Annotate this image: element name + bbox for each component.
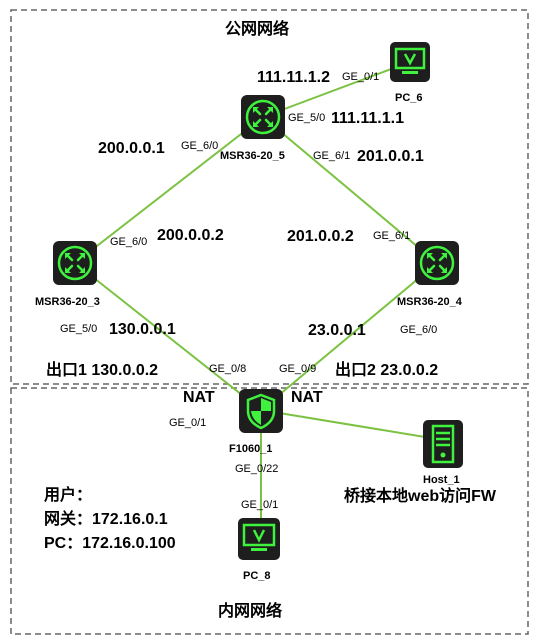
public-zone-title: 公网网络 <box>225 21 290 38</box>
firewall-label: F1060_1 <box>229 443 273 455</box>
user-pc: PC：172.16.0.100 <box>44 535 176 552</box>
bridge-note: 桥接本地web访问FW <box>344 488 496 505</box>
link-msr3-fw <box>74 262 262 411</box>
private-zone-title: 内网网络 <box>218 603 283 620</box>
pc6-port: GE_0/1 <box>342 71 380 83</box>
link-msr5-msr3 <box>74 116 264 264</box>
pc8-icon[interactable] <box>238 518 280 560</box>
msr4-ge61-ip: 201.0.0.2 <box>287 228 354 245</box>
pc6-label: PC_6 <box>395 92 423 104</box>
firewall-f1060-icon[interactable] <box>239 389 283 433</box>
exit1-ip: 出口1 130.0.0.2 <box>46 362 159 379</box>
pc6-icon[interactable] <box>390 42 430 82</box>
router-msr5-icon[interactable] <box>241 95 285 139</box>
public-zone-border <box>10 9 529 385</box>
nat-right-label: NAT <box>291 389 323 406</box>
router-msr3-icon[interactable] <box>53 241 97 285</box>
pc8-port: GE_0/1 <box>241 499 279 511</box>
user-title: 用户： <box>44 487 93 504</box>
exit2-ip: 出口2 23.0.0.2 <box>335 362 439 379</box>
fw-ge022-port: GE_0/22 <box>235 463 279 475</box>
msr3-ge60-port: GE_6/0 <box>110 236 148 248</box>
pc8-label: PC_8 <box>243 570 271 582</box>
private-zone-border <box>10 387 529 635</box>
msr5-label: MSR36-20_5 <box>220 150 285 162</box>
link-msr5-pc6 <box>262 61 411 118</box>
msr4-ge61-port: GE_6/1 <box>373 230 411 242</box>
msr5-ge61-ip: 201.0.0.1 <box>357 148 424 165</box>
msr3-ge50-port: GE_5/0 <box>60 323 98 335</box>
link-msr5-msr4 <box>262 116 438 264</box>
fw-ge09-port: GE_0/9 <box>279 363 317 375</box>
msr3-ge60-ip: 200.0.0.2 <box>157 227 224 244</box>
host1-server-icon[interactable] <box>423 420 463 468</box>
msr5-ge60-ip: 200.0.0.1 <box>98 140 165 157</box>
router-msr4-icon[interactable] <box>415 241 459 285</box>
pc6-ip: 111.11.1.2 <box>257 69 330 86</box>
host1-label: Host_1 <box>423 474 460 486</box>
user-gateway: 网关：172.16.0.1 <box>44 511 168 528</box>
msr5-ge50-ip: 111.11.1.1 <box>331 110 404 127</box>
msr4-ge60-ip: 23.0.0.1 <box>308 322 366 339</box>
link-msr4-fw <box>260 262 438 411</box>
msr4-ge60-port: GE_6/0 <box>400 324 438 336</box>
fw-ge08-port: GE_0/8 <box>209 363 247 375</box>
msr5-ge50-port: GE_5/0 <box>288 112 326 124</box>
msr5-ge61-port: GE_6/1 <box>313 150 351 162</box>
msr5-ge60-port: GE_6/0 <box>181 140 219 152</box>
msr3-label: MSR36-20_3 <box>35 296 100 308</box>
nat-left-label: NAT <box>183 389 215 406</box>
fw-ge01-port: GE_0/1 <box>169 417 207 429</box>
msr3-ge50-ip: 130.0.0.1 <box>109 321 176 338</box>
msr4-label: MSR36-20_4 <box>397 296 462 308</box>
link-fw-host1 <box>260 409 444 441</box>
